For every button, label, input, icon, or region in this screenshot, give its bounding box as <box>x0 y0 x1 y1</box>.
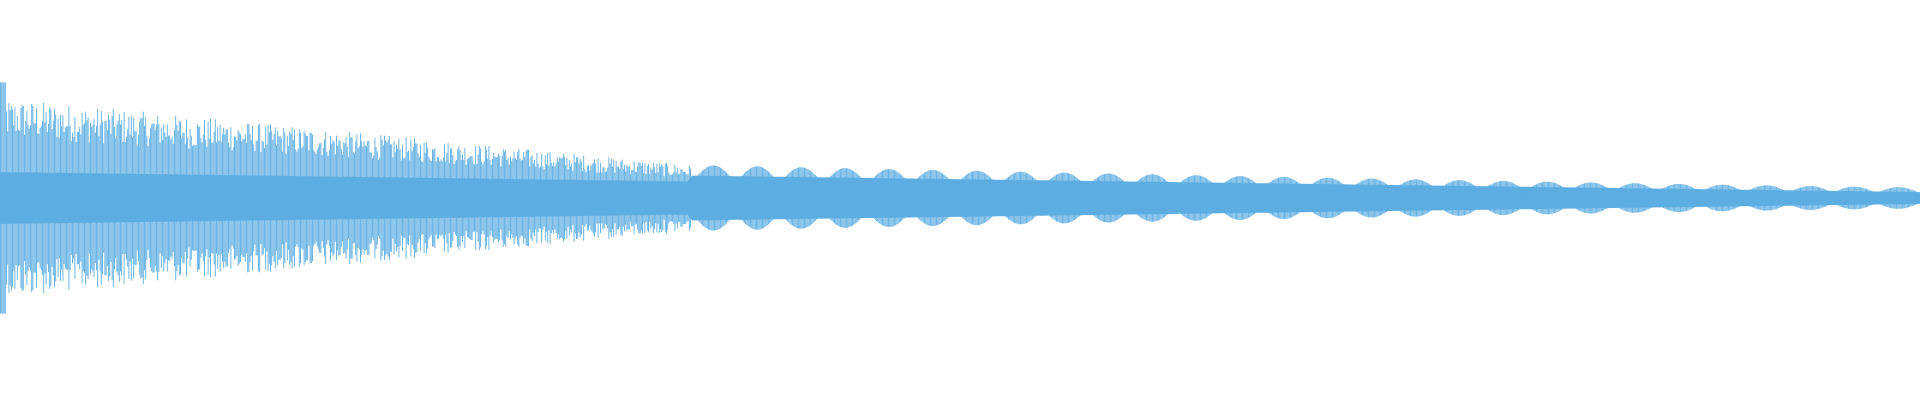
waveform-samples <box>0 82 1920 314</box>
waveform-channel <box>0 82 1920 314</box>
waveform-core <box>0 172 1920 224</box>
